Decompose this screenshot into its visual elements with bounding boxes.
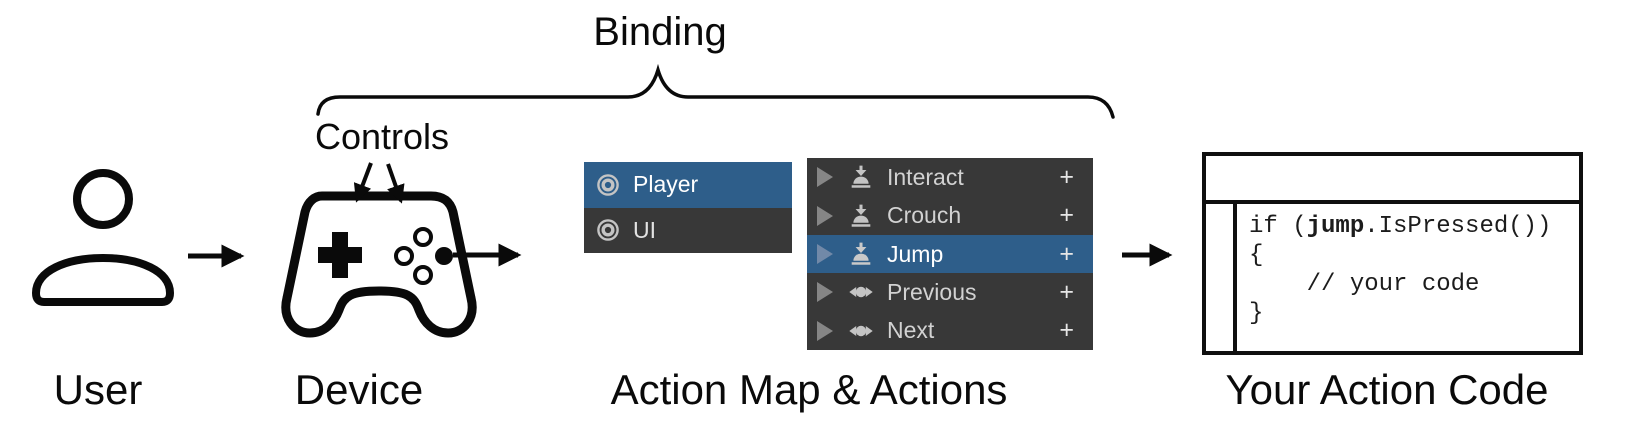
code-box-gutter — [1206, 204, 1237, 351]
foldout-triangle-icon[interactable] — [817, 244, 833, 265]
code-line-2: { — [1249, 242, 1264, 269]
action-label: Previous — [887, 278, 977, 305]
foldout-triangle-icon[interactable] — [817, 320, 833, 341]
add-binding-button[interactable]: + — [1059, 162, 1074, 191]
add-binding-button[interactable]: + — [1059, 277, 1074, 306]
action-map-label: UI — [633, 216, 656, 243]
add-binding-button[interactable]: + — [1059, 239, 1074, 268]
button-action-icon — [851, 165, 871, 188]
dpad-icon — [318, 232, 362, 278]
gamepad-icon — [281, 191, 477, 338]
foldout-triangle-icon[interactable] — [817, 167, 833, 188]
action-row-previous[interactable]: Previous + — [807, 273, 1093, 312]
controls-arrows — [353, 162, 405, 204]
action-map-item-ui[interactable]: UI — [584, 207, 792, 253]
device-stage-label: Device — [294, 366, 424, 413]
add-binding-button[interactable]: + — [1059, 201, 1074, 230]
code-snippet: if (jump.IsPressed()) { // your code } — [1237, 204, 1551, 351]
action-map-icon — [597, 219, 619, 242]
code-box-body: if (jump.IsPressed()) { // your code } — [1206, 204, 1579, 351]
action-map-panel: Player UI — [584, 162, 792, 253]
action-map-icon — [597, 173, 619, 196]
action-map-stage-label: Action Map & Actions — [610, 366, 1008, 413]
foldout-triangle-icon[interactable] — [817, 282, 833, 303]
action-row-interact[interactable]: Interact + — [807, 158, 1093, 197]
action-row-crouch[interactable]: Crouch + — [807, 196, 1093, 235]
axis-action-icon — [849, 325, 873, 337]
code-line-1: if (jump.IsPressed()) — [1249, 213, 1552, 240]
user-icon — [32, 169, 174, 306]
code-line-3: // your code — [1249, 271, 1480, 298]
axis-action-icon — [849, 287, 873, 298]
action-code-box: if (jump.IsPressed()) { // your code } — [1202, 152, 1583, 355]
actions-panel: Interact + Crouch + Jump + — [807, 158, 1093, 351]
user-stage-label: User — [53, 366, 143, 413]
action-code-stage-label: Your Action Code — [1225, 366, 1549, 413]
jump-variable: jump — [1306, 213, 1365, 240]
action-row-next[interactable]: Next + — [807, 311, 1093, 351]
binding-title: Binding — [593, 10, 727, 54]
foldout-triangle-icon[interactable] — [817, 205, 833, 226]
controls-label: Controls — [314, 116, 450, 157]
action-map-item-player[interactable]: Player — [584, 162, 792, 208]
code-line-4: } — [1249, 300, 1264, 327]
face-buttons-icon — [394, 227, 453, 285]
action-map-label: Player — [633, 171, 699, 198]
action-label: Jump — [887, 240, 944, 267]
action-label: Next — [887, 317, 935, 344]
action-row-jump[interactable]: Jump + — [807, 234, 1093, 274]
action-label: Crouch — [887, 202, 962, 229]
button-action-icon — [851, 242, 871, 265]
button-action-icon — [851, 204, 871, 227]
code-box-header — [1206, 156, 1579, 204]
binding-brace — [316, 63, 1115, 119]
add-binding-button[interactable]: + — [1059, 316, 1074, 345]
action-label: Interact — [887, 163, 964, 190]
